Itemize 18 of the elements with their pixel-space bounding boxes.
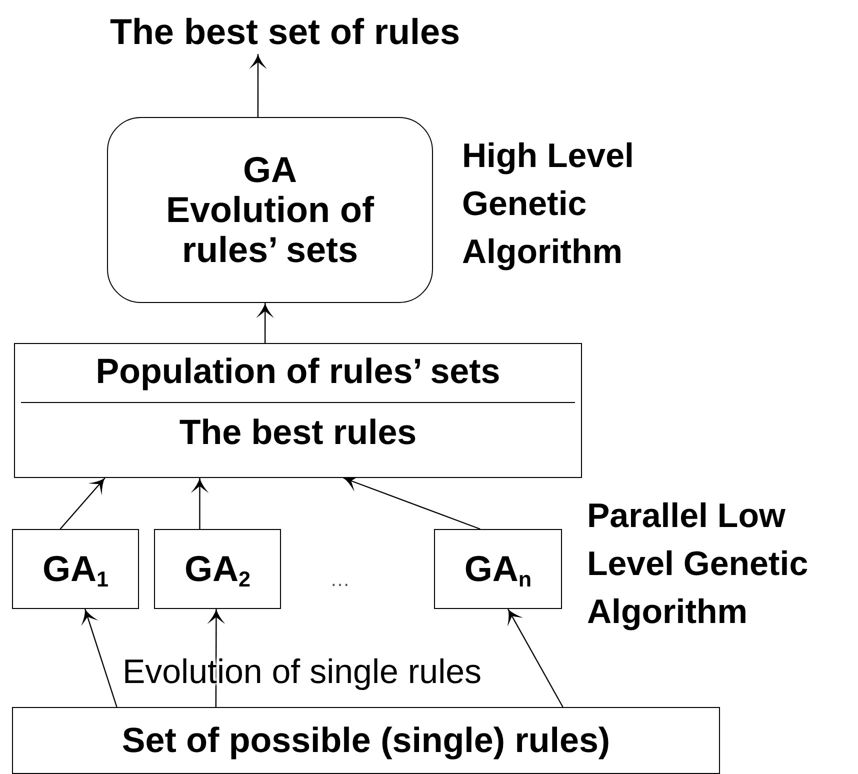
box-heading: Population of rules’ sets [21,344,575,403]
process-box [12,707,720,774]
output-label: The best set of rules [110,12,460,52]
process-box [154,529,281,609]
section-label: High Level Genetic Algorithm [462,136,635,273]
box-text: GA$_{n}$ [464,549,532,589]
box-text: Set of possible (single) rules) [122,720,610,760]
box-text: GA$_{2}$ [184,549,250,589]
process-box [434,529,562,609]
population-box [14,343,582,478]
section-label: Parallel Low Level Genetic Algorithm [587,496,810,633]
process-box [12,529,139,609]
ellipsis-label: … [330,568,351,593]
box-text: GA [242,150,298,190]
box-text: The best rules [179,412,417,453]
box-text: GA$_{1}$ [42,549,108,589]
box-text: Evolution of rules’ sets [165,190,375,270]
process-box [107,117,433,303]
